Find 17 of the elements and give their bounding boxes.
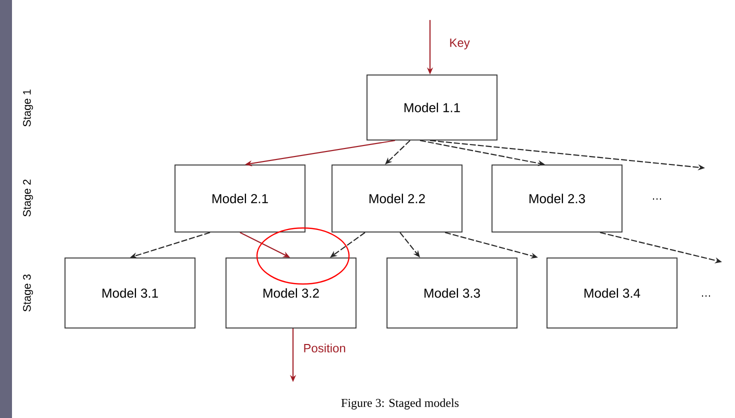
arrow [385,140,410,164]
model-box: Model 2.2 [332,164,462,232]
ellipsis: … [702,295,710,297]
model-box: Model 3.1 [64,258,196,328]
stage-label: Stage 1 [23,90,33,126]
edge-label: Key [450,38,470,50]
stage-label: Stage 2 [23,180,33,216]
model-box: Model 3.2 [226,258,356,328]
stage-label: Stage 3 [23,274,33,312]
model-box: Model 3.4 [546,258,678,328]
model-box: Model 2.3 [492,164,622,232]
model-box: Model 3.3 [386,258,518,328]
edge-label: Position [304,344,346,352]
caption: Figure 3: Staged models [341,398,459,410]
model-box: Model 2.1 [174,164,306,232]
ellipsis: … [653,198,662,200]
model-box: Model 1.1 [366,74,498,140]
